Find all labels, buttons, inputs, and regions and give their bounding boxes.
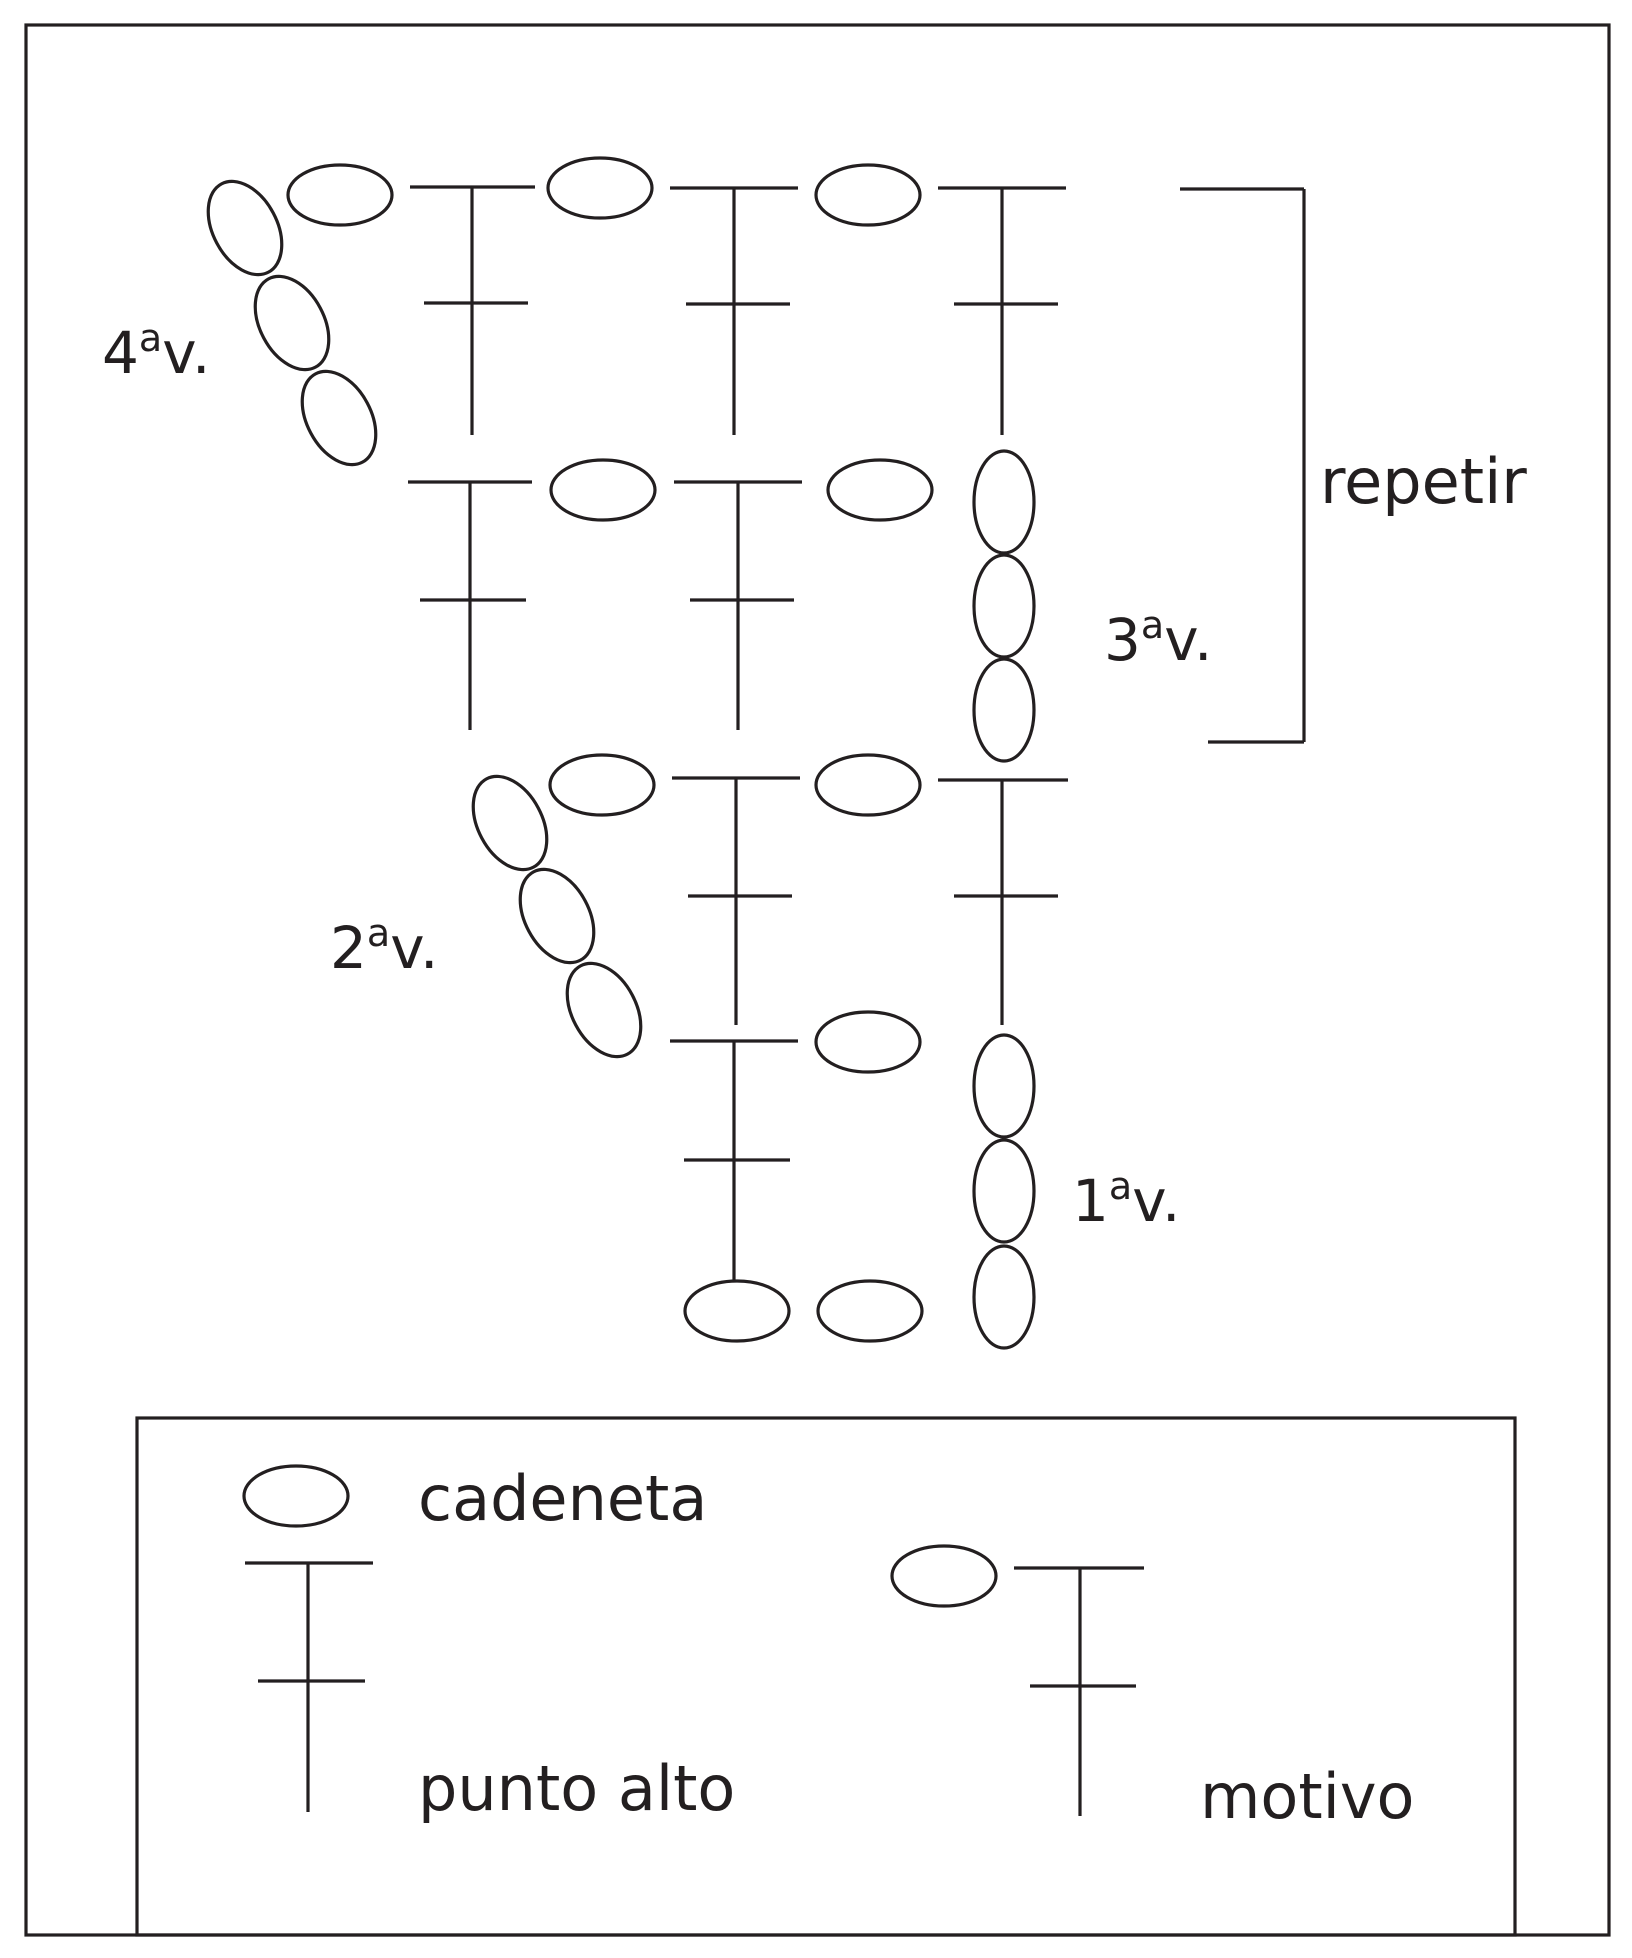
legend-chain-symbol (242, 1464, 350, 1528)
chain-stitch (206, 179, 284, 277)
double-crochet-symbol (674, 480, 802, 730)
row-4-stitches (206, 156, 1066, 467)
chain-stitch (286, 163, 394, 227)
row-1-stitches (670, 1010, 1036, 1350)
double-crochet-symbol (408, 480, 532, 730)
chain-stitch (683, 1279, 791, 1343)
chain-stitch (972, 1244, 1036, 1350)
legend-motif-chain-symbol (890, 1544, 998, 1608)
chain-stitch (972, 657, 1036, 763)
double-crochet-symbol (938, 186, 1066, 435)
row-4-label: 4av. (102, 316, 210, 387)
chain-stitch (471, 774, 549, 872)
double-crochet-symbol (410, 185, 535, 435)
chain-stitch (814, 1010, 922, 1074)
chain-stitch (565, 961, 643, 1059)
legend-motif-double-crochet-symbol (1014, 1566, 1144, 1816)
row-2-stitches (471, 753, 1068, 1059)
chain-stitch (518, 867, 596, 965)
double-crochet-symbol (938, 778, 1068, 1025)
chain-stitch (972, 1138, 1036, 1244)
double-crochet-symbol (670, 186, 798, 435)
row-1-label: 1av. (1072, 1164, 1180, 1235)
chain-stitch (826, 458, 934, 522)
legend-box: cadeneta punto alto motivo (135, 1416, 1517, 1937)
chain-stitch (546, 156, 654, 220)
chain-stitch (814, 163, 922, 227)
chain-stitch (972, 1033, 1036, 1139)
row-3-stitches (408, 449, 1036, 763)
chain-stitch (300, 369, 378, 467)
repeat-bracket (1180, 187, 1306, 744)
legend-motif-label: motivo (1200, 1760, 1415, 1833)
row-2-label: 2av. (330, 911, 438, 982)
legend-chain-label: cadeneta (418, 1462, 707, 1535)
chain-stitch (548, 753, 656, 817)
repeat-label: repetir (1320, 445, 1527, 518)
chain-stitch (814, 753, 922, 817)
double-crochet-symbol (670, 1039, 798, 1284)
row-3-label: 3av. (1104, 603, 1212, 674)
chain-stitch (972, 449, 1036, 555)
legend-frame (135, 1416, 1517, 1937)
chain-stitch (549, 458, 657, 522)
legend-double-crochet-symbol (245, 1561, 373, 1812)
chain-stitch (972, 553, 1036, 659)
chain-stitch (253, 274, 331, 372)
chain-stitch (816, 1279, 924, 1343)
legend-double-crochet-label: punto alto (418, 1752, 735, 1825)
double-crochet-symbol (672, 776, 800, 1025)
